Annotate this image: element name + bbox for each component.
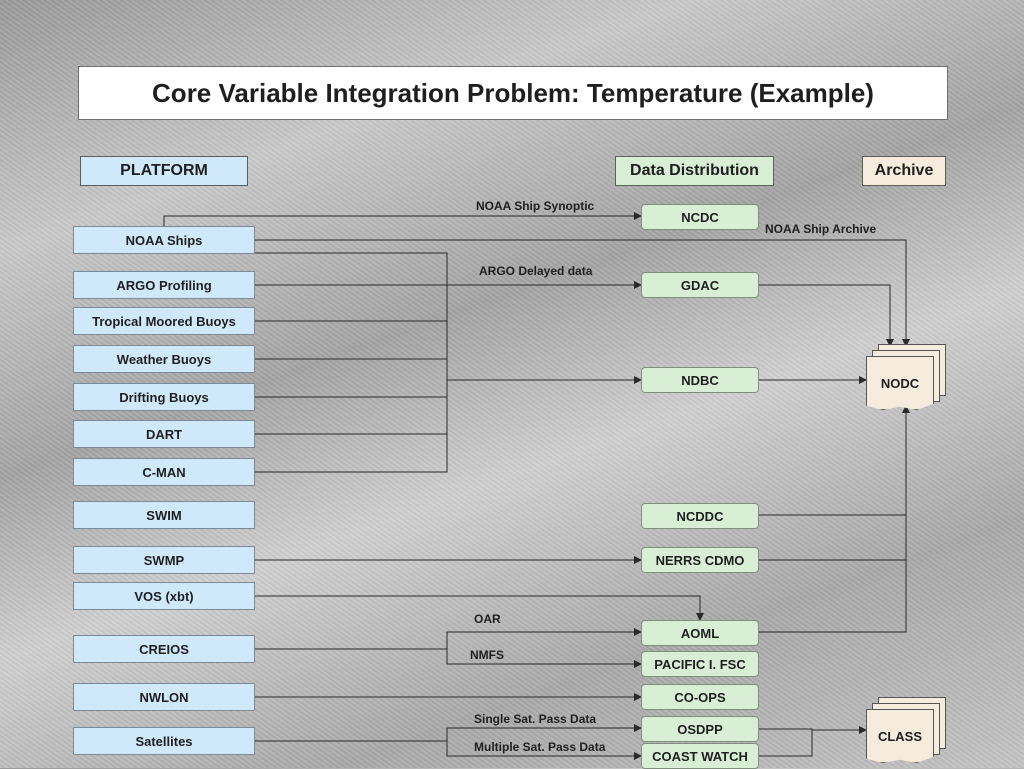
line-aoml-nodc [759,515,907,633]
platform-tropical-moored-buoys: Tropical Moored Buoys [73,307,255,335]
dist-co-ops: CO-OPS [641,684,759,710]
platform-c-man: C-MAN [73,458,255,486]
dist-ncdc: NCDC [641,204,759,230]
label-nmfs: NMFS [470,648,504,662]
platform-creios: CREIOS [73,635,255,663]
archive-class-label: CLASS [866,709,934,763]
platform-weather-buoys: Weather Buoys [73,345,255,373]
platform-dart: DART [73,420,255,448]
dist-nerrs-cdmo: NERRS CDMO [641,547,759,573]
dist-pacific-fsc: PACIFIC I. FSC [641,651,759,677]
label-noaa-ship-synoptic: NOAA Ship Synoptic [476,199,595,213]
dist-gdac: GDAC [641,272,759,298]
platform-nwlon: NWLON [73,683,255,711]
line-osdpp-class [759,728,813,743]
platform-noaa-ships: NOAA Ships [73,226,255,254]
page-title: Core Variable Integration Problem: Tempe… [78,66,948,120]
label-noaa-ship-archive: NOAA Ship Archive [765,222,877,236]
line-coastwatch-class [759,726,867,757]
line-noaa-ships-nodc [255,239,910,347]
platform-swim: SWIM [73,501,255,529]
platform-swmp: SWMP [73,546,255,574]
archive-class: CLASS [866,697,948,767]
platform-satellites: Satellites [73,727,255,755]
line-ncddc-nodc [759,405,910,516]
dist-osdpp: OSDPP [641,716,759,742]
platform-drifting-buoys: Drifting Buoys [73,383,255,411]
label-multiple-sat-pass: Multiple Sat. Pass Data [474,740,606,754]
header-archive: Archive [862,156,946,186]
line-gdac-nodc [759,284,894,347]
line-creios-aoml [255,628,642,650]
platform-argo-profiling: ARGO Profiling [73,271,255,299]
archive-nodc: NODC [866,344,948,414]
dist-ncddc: NCDDC [641,503,759,529]
dist-coast-watch: COAST WATCH [641,743,759,769]
line-cman-bus [255,380,448,473]
dist-aoml: AOML [641,620,759,646]
header-data-distribution: Data Distribution [615,156,774,186]
header-platform: PLATFORM [80,156,248,186]
platform-vos-xbt: VOS (xbt) [73,582,255,610]
label-single-sat-pass: Single Sat. Pass Data [474,712,597,726]
label-oar: OAR [474,612,501,626]
dist-ndbc: NDBC [641,367,759,393]
label-argo-delayed-data: ARGO Delayed data [479,264,593,278]
archive-nodc-label: NODC [866,356,934,410]
line-noaa-ships-bus [255,252,448,380]
